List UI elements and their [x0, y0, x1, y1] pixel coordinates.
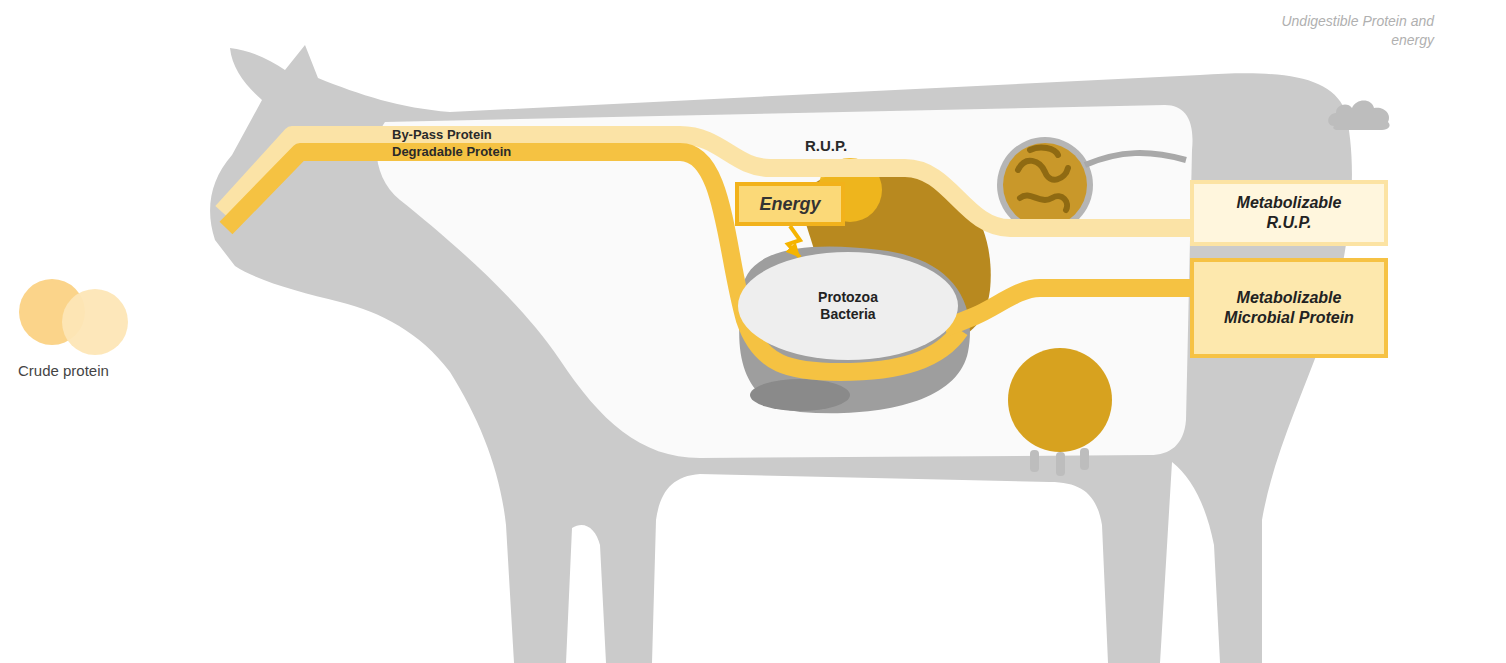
node-text: Energy [759, 194, 820, 215]
intestine-circle [1003, 143, 1087, 227]
metabolizable-box: Metabolizable Microbial Protein [1190, 258, 1388, 358]
rumen-shade [750, 379, 850, 411]
node-label: Metabolizable Microbial Protein [1224, 288, 1354, 328]
intestine-loops [1018, 148, 1068, 210]
microbe-ellipse: Protozoa Bacteria [738, 252, 958, 360]
waste-label: Undigestible Protein and energy [1262, 12, 1434, 50]
node-label: Energy [759, 194, 820, 215]
node-text: Protozoa Bacteria [808, 289, 888, 323]
node-label: Metabolizable R.U.P. [1224, 193, 1354, 233]
teat [1080, 448, 1089, 470]
cow-silhouette [210, 45, 1352, 663]
energy-bolt [788, 226, 800, 257]
energy-box: Energy [735, 182, 845, 226]
ellipse-fill [738, 252, 958, 360]
body-cavity [377, 105, 1193, 458]
node-label: Protozoa Bacteria [808, 289, 888, 323]
teat [1030, 450, 1039, 472]
waste-cloud [1328, 101, 1389, 131]
degradable-protein-band [226, 152, 960, 372]
intestine-ring [997, 137, 1093, 233]
legend-note: Crude protein [18, 362, 109, 380]
teat [1056, 452, 1065, 476]
microbial-protein-band [945, 288, 1192, 328]
band-label: By-Pass Protein [392, 127, 492, 143]
crude-protein-circle [62, 289, 128, 355]
node-text: Metabolizable Microbial Protein [1224, 288, 1354, 328]
udder-circle [1008, 348, 1112, 452]
band-label: Degradable Protein [392, 144, 511, 160]
band-label: R.U.P. [805, 137, 847, 155]
metabolizable-box: Metabolizable R.U.P. [1190, 180, 1388, 246]
rectum-tube [1085, 153, 1186, 165]
node-text: Metabolizable R.U.P. [1224, 193, 1354, 233]
